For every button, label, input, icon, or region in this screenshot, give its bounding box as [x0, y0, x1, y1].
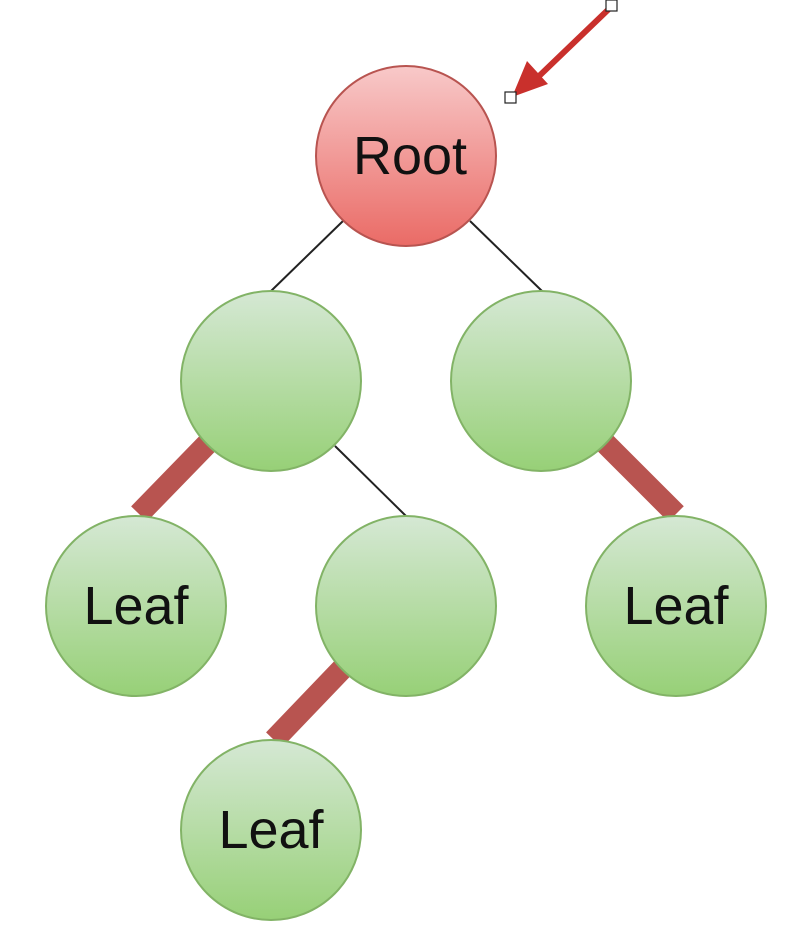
arrow-shaft[interactable] — [533, 3, 615, 82]
left-right-child-node[interactable] — [315, 515, 497, 697]
edge-right-leaf-thick[interactable] — [597, 435, 684, 522]
edge-bottom-leaf-thick[interactable] — [266, 661, 350, 748]
leaf-label-right: Leaf — [623, 576, 729, 636]
root-label: Root — [353, 126, 467, 186]
arrow-end-handle[interactable] — [504, 91, 517, 104]
root-circle[interactable] — [315, 65, 497, 247]
leaf-label-bottom: Leaf — [218, 800, 324, 860]
left-child-circle[interactable] — [180, 290, 362, 472]
left-right-child-circle[interactable] — [315, 515, 497, 697]
root-node[interactable]: Root — [315, 65, 497, 247]
edge-root-right[interactable] — [469, 220, 544, 293]
edge-root-left[interactable] — [269, 220, 344, 293]
edge-left-leaf-thick[interactable] — [131, 435, 216, 522]
left-child-node[interactable] — [180, 290, 362, 472]
edges — [131, 220, 684, 748]
leaf-circle-bottom[interactable] — [180, 739, 362, 921]
leaf-circle-right[interactable] — [585, 515, 767, 697]
arrow-pointer-icon[interactable] — [504, 0, 618, 104]
arrow-start-handle[interactable] — [605, 0, 618, 12]
right-child-circle[interactable] — [450, 290, 632, 472]
leaf-label-left: Leaf — [83, 576, 189, 636]
leaf-node-right[interactable]: Leaf — [585, 515, 767, 697]
arrowhead-icon — [512, 61, 548, 97]
leaf-node-bottom[interactable]: Leaf — [180, 739, 362, 921]
leaf-circle-left[interactable] — [45, 515, 227, 697]
edge-left-rightchild[interactable] — [334, 445, 408, 518]
leaf-node-left[interactable]: Leaf — [45, 515, 227, 697]
right-child-node[interactable] — [450, 290, 632, 472]
